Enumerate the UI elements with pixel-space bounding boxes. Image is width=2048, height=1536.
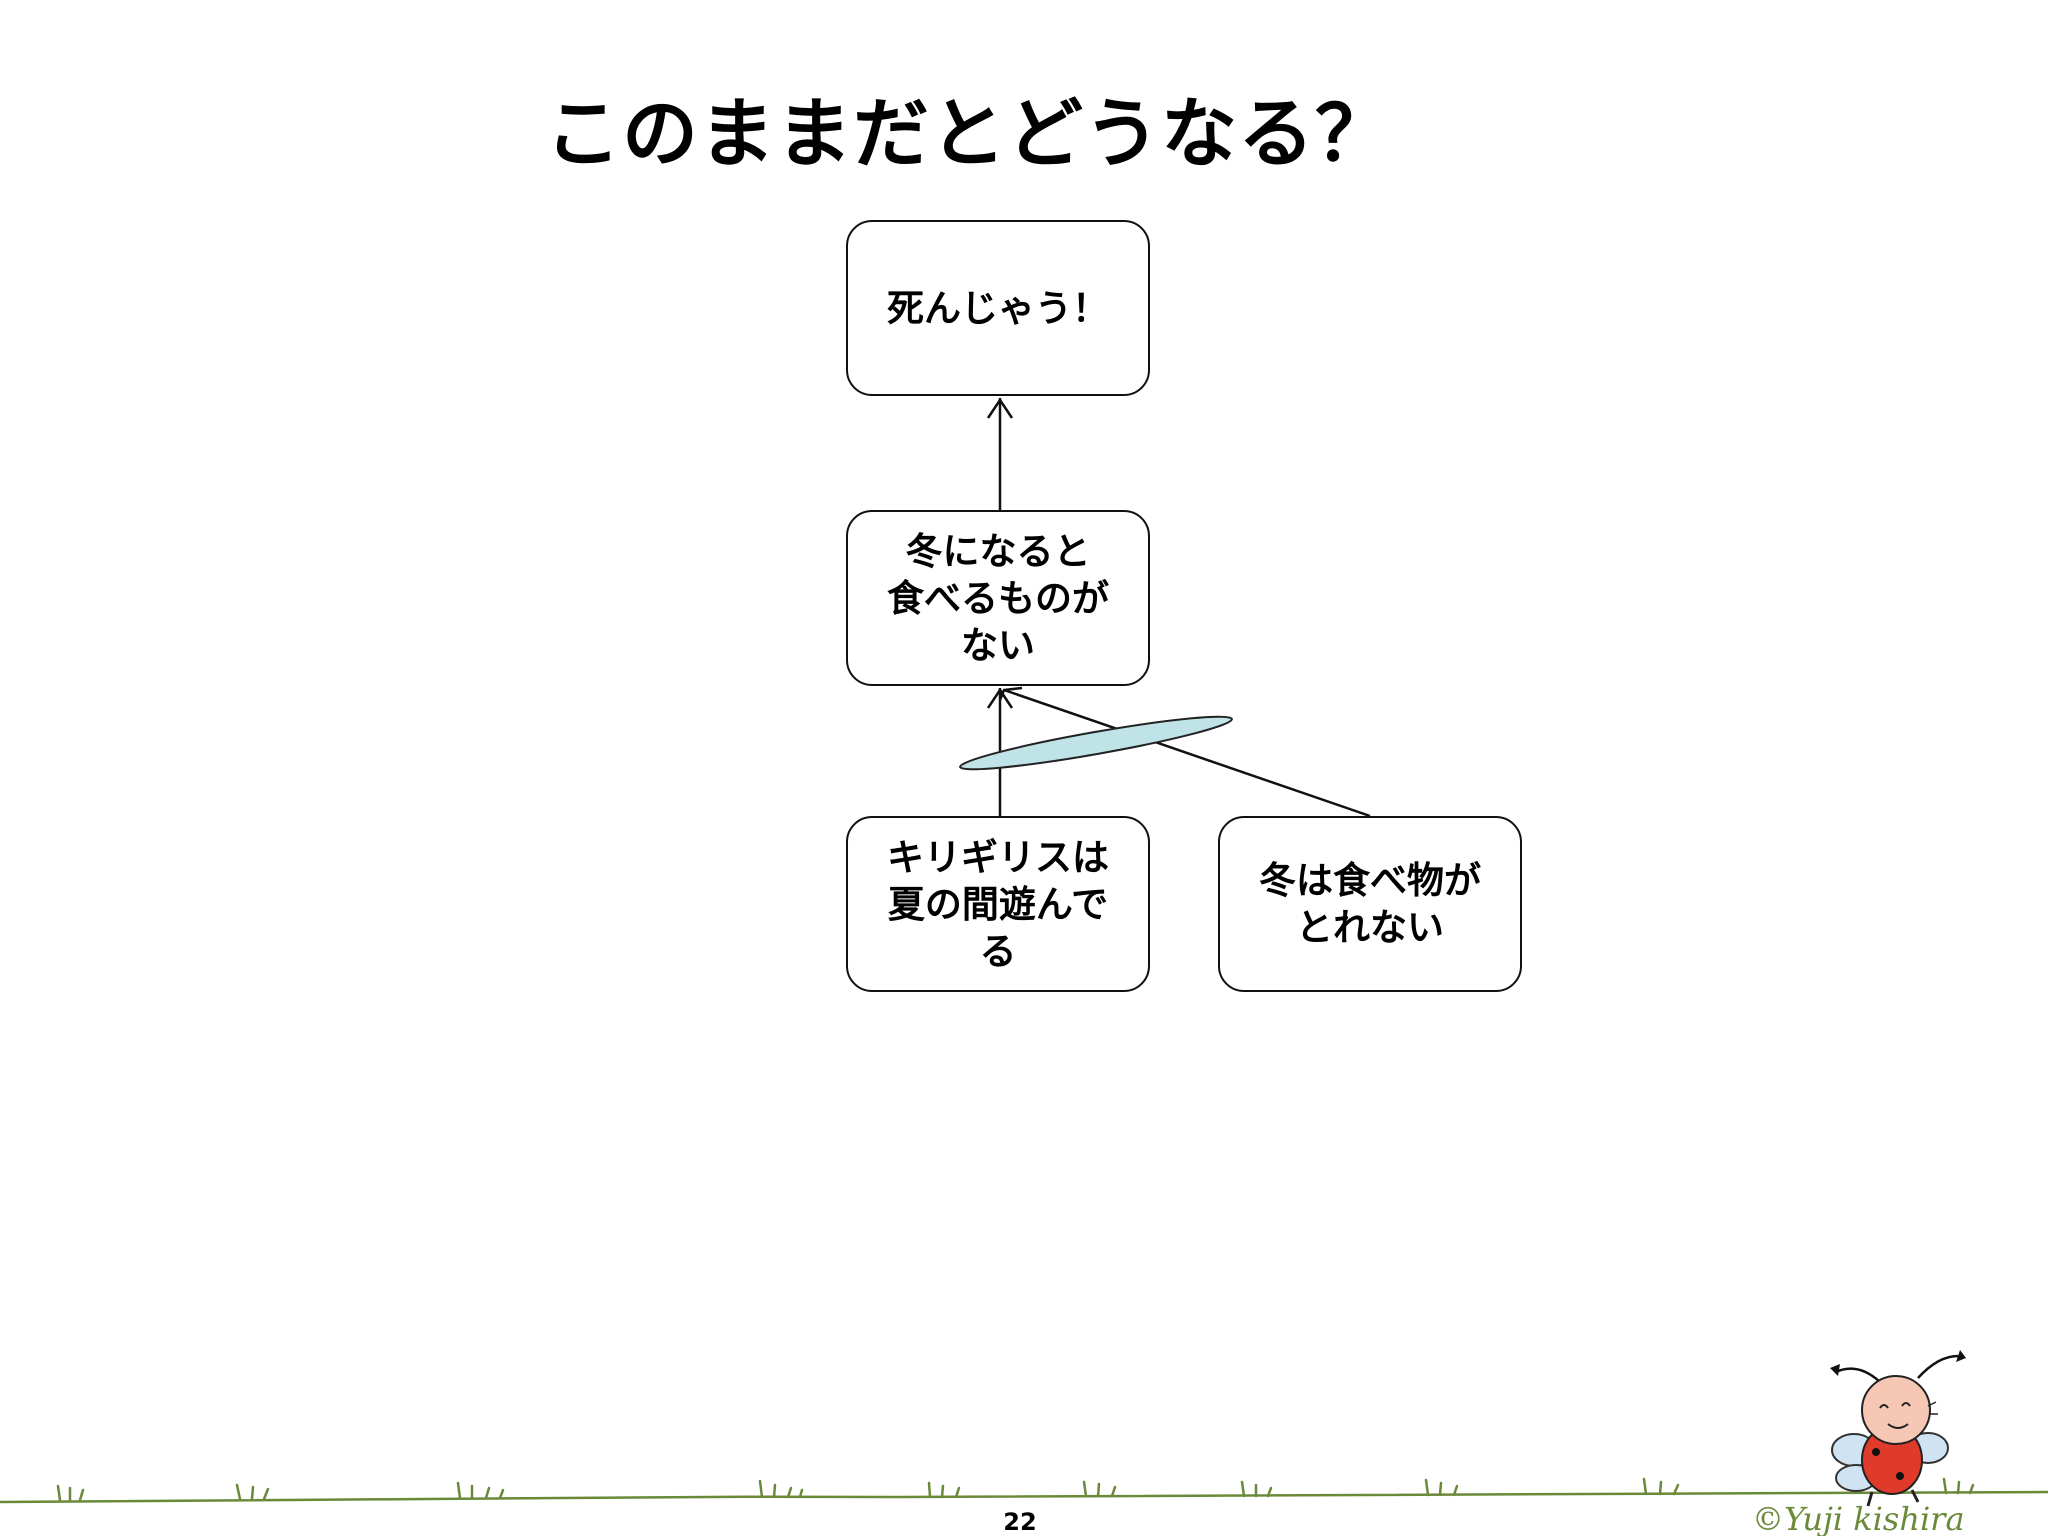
page-number: 22 xyxy=(1003,1508,1037,1536)
ladybug-mascot-icon xyxy=(1830,1350,1966,1507)
node-no-food-in-winter: 冬になると 食べるものが ない xyxy=(846,510,1150,686)
and-connector-ellipse xyxy=(959,715,1233,771)
grass-ground xyxy=(0,1477,2048,1504)
node-no-food-available: 冬は食べ物が とれない xyxy=(1218,816,1522,992)
edge-nofood-to-winter xyxy=(1003,688,1371,818)
arrowhead-winter-2 xyxy=(998,686,1023,701)
arrowhead-death xyxy=(986,397,1014,419)
arrowhead-winter-1 xyxy=(986,687,1014,709)
node-death: 死んじゃう！ xyxy=(846,220,1150,396)
copyright-text: ©Yuji kishira xyxy=(1752,1500,1965,1536)
node-grasshopper-plays: キリギリスは 夏の間遊んで る xyxy=(846,816,1150,992)
slide-title: このままだとどうなる？ xyxy=(545,89,1392,178)
